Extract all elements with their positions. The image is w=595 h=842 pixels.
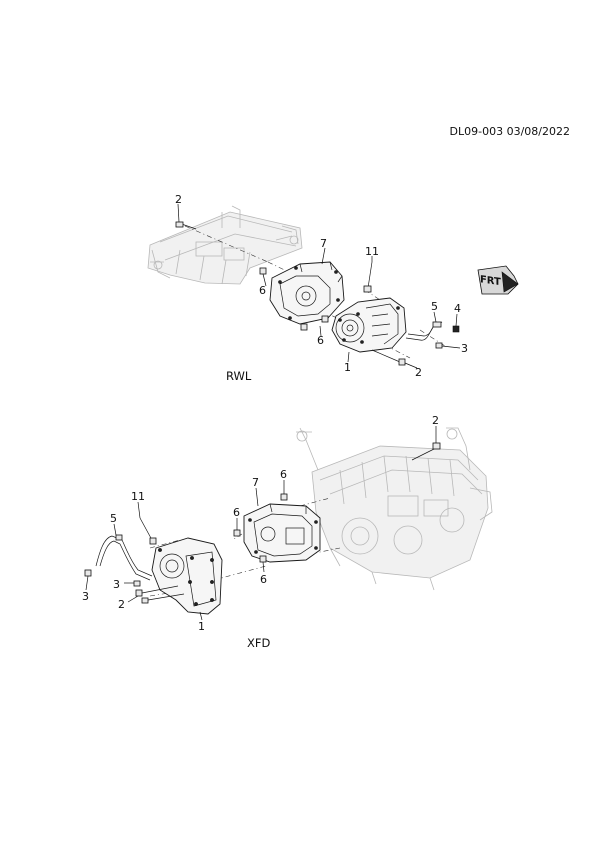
rwl-drive-unit-1 bbox=[331, 297, 407, 353]
rwl-callout-6-a: 6 bbox=[259, 284, 266, 297]
rwl-callout-11: 11 bbox=[365, 245, 379, 258]
rwl-callout-2-top: 2 bbox=[175, 193, 182, 206]
rwl-callout-2-lower: 2 bbox=[415, 366, 422, 379]
xfd-bolt-2-a bbox=[135, 589, 143, 597]
xfd-view-label: XFD bbox=[247, 636, 270, 650]
xfd-callout-6-lower: 6 bbox=[260, 573, 267, 586]
front-direction-label: FRT bbox=[480, 274, 501, 288]
rwl-callout-1: 1 bbox=[344, 361, 351, 374]
xfd-bolt-6-left bbox=[233, 529, 241, 537]
xfd-callout-7: 7 bbox=[252, 476, 259, 489]
xfd-sensor-11 bbox=[139, 517, 157, 545]
xfd-view: 2 7 6 6 11 5 6 3 3 2 1 XFD bbox=[82, 414, 493, 650]
xfd-callout-11: 11 bbox=[131, 490, 145, 503]
xfd-bolt-6-lower bbox=[259, 555, 267, 563]
xfd-transfer-case-7 bbox=[243, 503, 321, 563]
xfd-bolt-3-left bbox=[84, 569, 92, 577]
front-direction-arrow-icon: FRT bbox=[477, 265, 519, 295]
rwl-callout-5: 5 bbox=[431, 300, 438, 313]
rwl-bolt-2-lower bbox=[398, 358, 406, 366]
rwl-bolt-6-c bbox=[321, 315, 329, 323]
rwl-callout-7: 7 bbox=[320, 237, 327, 250]
rwl-view-label: RWL bbox=[226, 369, 252, 383]
rwl-callout-4: 4 bbox=[454, 302, 461, 315]
rwl-callout-3: 3 bbox=[461, 342, 468, 355]
rwl-bolt-3 bbox=[435, 342, 443, 349]
rwl-view: 2 7 11 6 6 5 4 3 1 2 RWL bbox=[147, 193, 468, 383]
rwl-nut-4 bbox=[452, 325, 460, 333]
xfd-drive-unit-1 bbox=[151, 537, 223, 615]
xfd-bolt-3-mid bbox=[133, 580, 141, 587]
rwl-bolt-2-top bbox=[175, 221, 184, 228]
xfd-callout-2-top: 2 bbox=[432, 414, 439, 427]
xfd-callout-5: 5 bbox=[110, 512, 117, 525]
rwl-transfer-case-7 bbox=[269, 261, 345, 325]
document-reference: DL09-003 03/08/2022 bbox=[449, 125, 570, 138]
xfd-engine-ghost bbox=[296, 427, 493, 591]
xfd-bolt-2-b bbox=[141, 597, 149, 604]
xfd-callout-3-mid: 3 bbox=[113, 578, 120, 591]
xfd-bolt-6-top bbox=[280, 493, 288, 501]
xfd-callout-1: 1 bbox=[198, 620, 205, 633]
xfd-callout-2: 2 bbox=[118, 598, 125, 611]
xfd-bolt-2-top bbox=[432, 442, 441, 450]
xfd-callout-6-top: 6 bbox=[280, 468, 287, 481]
rwl-bolt-6-a bbox=[259, 267, 267, 275]
xfd-hose-5 bbox=[95, 534, 153, 581]
rwl-bolt-6-b bbox=[300, 323, 308, 331]
rwl-subframe-ghost bbox=[147, 205, 303, 285]
rwl-sensor-11 bbox=[363, 261, 373, 293]
rwl-hose-5 bbox=[405, 321, 443, 341]
xfd-callout-3-left: 3 bbox=[82, 590, 89, 603]
xfd-callout-6-left: 6 bbox=[233, 506, 240, 519]
rwl-callout-6-b: 6 bbox=[317, 334, 324, 347]
